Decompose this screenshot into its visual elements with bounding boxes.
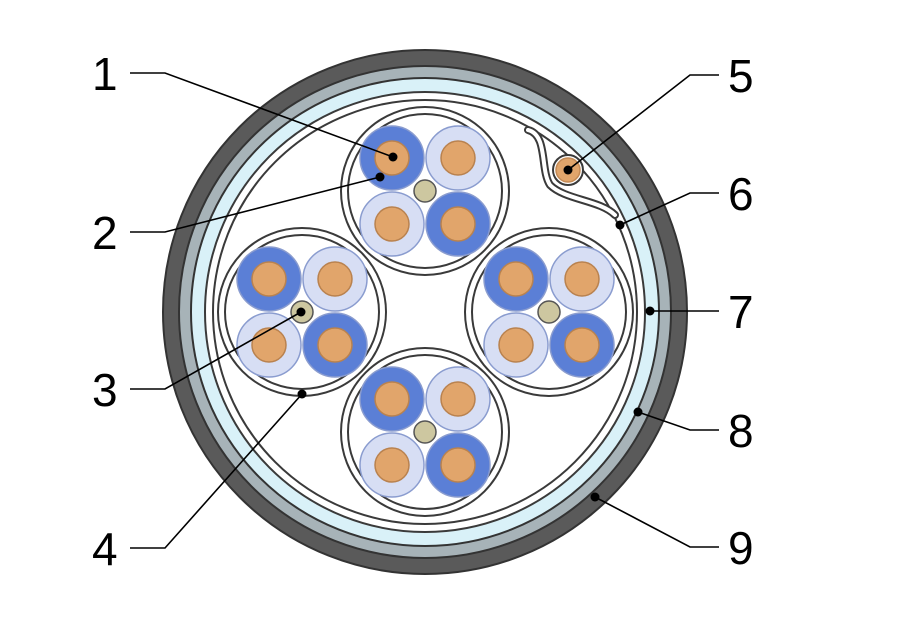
- core-conductor: [317, 261, 353, 297]
- leader-lines: [130, 72, 719, 549]
- label-1: 1: [92, 48, 118, 100]
- core-conductor: [374, 381, 410, 417]
- core-conductor: [317, 327, 353, 363]
- leader-line-4: [130, 393, 303, 549]
- leader-line-9: [594, 496, 719, 548]
- label-5: 5: [728, 50, 754, 102]
- pair-bundle-right: [464, 227, 634, 397]
- leader-line-8: [637, 411, 719, 431]
- label-7: 7: [728, 286, 754, 338]
- core-conductor: [564, 327, 600, 363]
- leader-line-2: [130, 176, 381, 233]
- core-conductor: [251, 327, 287, 363]
- core-conductor: [440, 206, 476, 242]
- core-conductor: [374, 206, 410, 242]
- pair-bundle-top: [340, 106, 510, 276]
- inner-wrap: [212, 99, 638, 525]
- core-conductor: [374, 447, 410, 483]
- core-conductor: [251, 261, 287, 297]
- center-filler: [413, 420, 437, 444]
- label-6: 6: [728, 168, 754, 220]
- label-4: 4: [92, 523, 118, 575]
- leader-line-5: [567, 74, 719, 171]
- leader-dots: [296, 152, 655, 502]
- leader-line-1: [130, 72, 394, 158]
- leader-line-3: [130, 311, 302, 390]
- core-conductor: [440, 140, 476, 176]
- drain-wire-channel-inner: [526, 128, 617, 217]
- label-3: 3: [92, 364, 118, 416]
- center-filler: [413, 179, 437, 203]
- core-conductor: [498, 261, 534, 297]
- pair-bundle-bottom: [340, 347, 510, 517]
- label-9: 9: [728, 522, 754, 574]
- center-filler: [537, 300, 561, 324]
- core-conductor: [440, 447, 476, 483]
- label-8: 8: [728, 405, 754, 457]
- leader-line-6: [619, 192, 719, 226]
- label-2: 2: [92, 207, 118, 259]
- core-conductor: [498, 327, 534, 363]
- core-conductor: [440, 381, 476, 417]
- pair-bundles: [217, 106, 634, 517]
- core-conductor: [564, 261, 600, 297]
